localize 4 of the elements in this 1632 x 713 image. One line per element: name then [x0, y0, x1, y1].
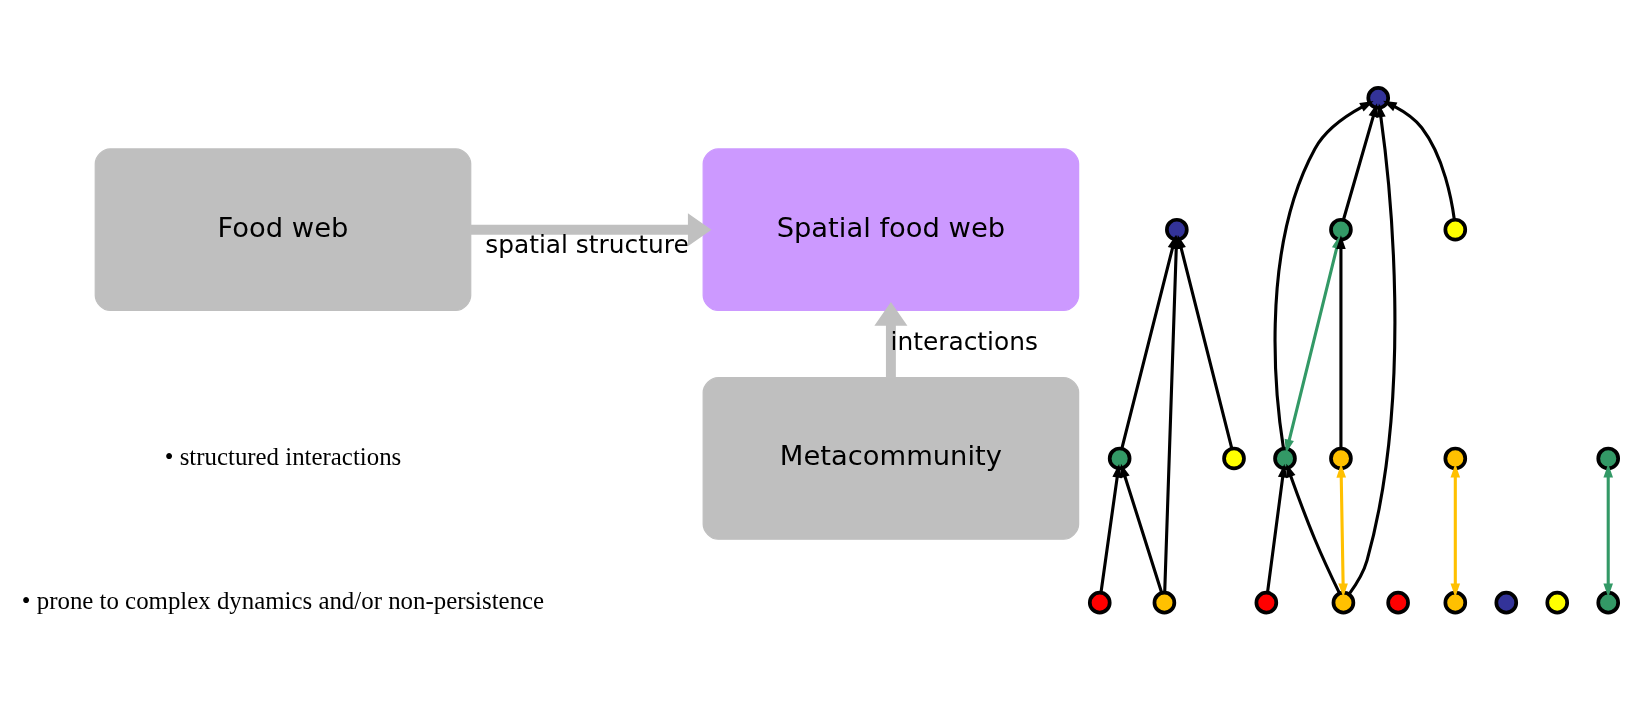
edge-label: interactions	[890, 327, 1038, 357]
label: • prone to complex dynamics and/or non-persistence	[21, 586, 545, 614]
edge-label: spatial structure	[485, 230, 689, 260]
label: • structured interactions	[164, 442, 402, 470]
